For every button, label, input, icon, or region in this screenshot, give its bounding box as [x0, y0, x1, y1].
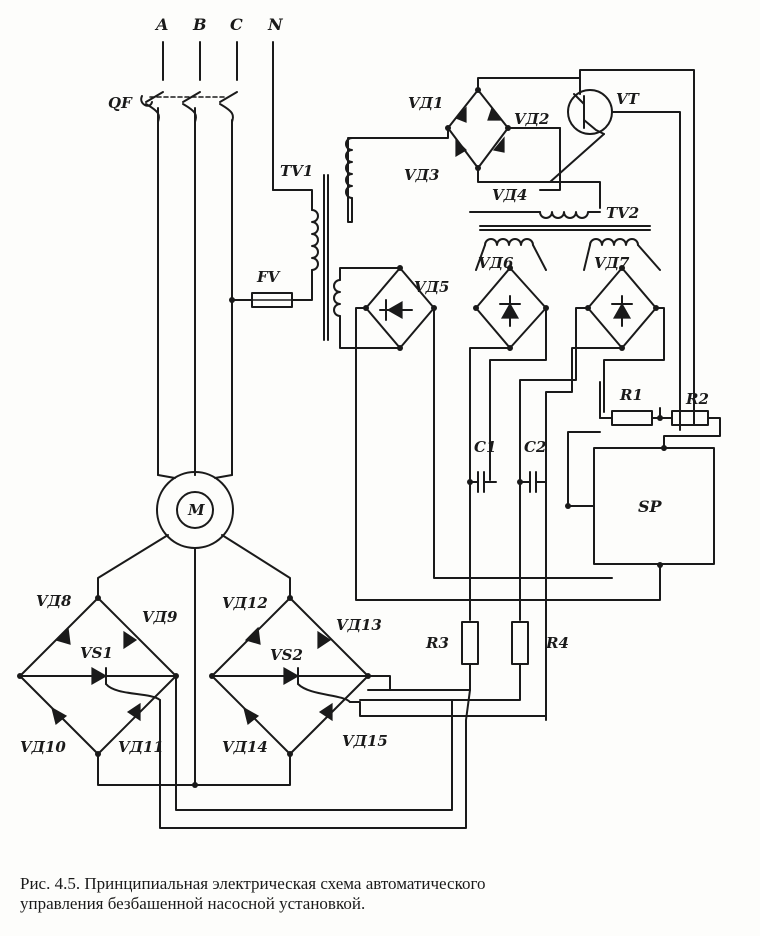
phase-b-label: B [192, 15, 207, 34]
vd14-label: VД14 [222, 738, 268, 756]
qf-label: QF [108, 94, 133, 112]
caption-line-1: Рис. 4.5. Принципиальная электрическая с… [20, 874, 486, 893]
tv2-label: TV2 [606, 204, 639, 222]
r3-label: R3 [425, 634, 449, 652]
vd13-label: VД13 [336, 616, 382, 634]
tv1-secondaries [333, 137, 353, 317]
tv2-transformer: TV2 [469, 204, 651, 231]
caption-line-2: управления безбашенной насосной установк… [20, 894, 366, 913]
motor-m: M [97, 471, 291, 786]
r2-label: R2 [685, 390, 709, 408]
c2-label: C2 [524, 438, 546, 456]
vd2-label: VД2 [514, 110, 549, 128]
vd5-label: VД5 [414, 278, 449, 296]
vd10-label: VД10 [20, 738, 66, 756]
figure-caption: Рис. 4.5. Принципиальная электрическая с… [20, 874, 750, 914]
vd12-label: VД12 [222, 594, 268, 612]
resistors-r1-r2: R1 R2 [599, 381, 721, 451]
return-wiring [19, 675, 471, 829]
phase-c-label: C [230, 15, 243, 34]
bridge-vd7: VД7 [519, 238, 665, 461]
qf-circuit-breaker: QF [108, 91, 238, 476]
r1-label: R1 [619, 386, 643, 404]
bridge-vd5: VД5 [339, 265, 661, 601]
vd3-label: VД3 [404, 166, 439, 184]
fv-fuse: FV [229, 268, 293, 308]
bridge-vd12-vd15: VД12 VД13 VS2 VД14 VД15 [194, 594, 547, 786]
vd4-label: VД4 [492, 186, 527, 204]
vt-transistor: VT [539, 69, 695, 431]
vd6-label: VД6 [478, 254, 514, 272]
bridge-vd1-vd4: VД1 VД2 VД3 VД4 [351, 77, 601, 209]
tv1-label: TV1 [280, 162, 313, 180]
fv-label: FV [256, 268, 281, 286]
vd11-label: VД11 [118, 738, 164, 756]
bridge-vd6: VД6 [469, 238, 549, 466]
vd1-label: VД1 [408, 94, 443, 112]
vd9-label: VД9 [142, 608, 178, 626]
vs2-label: VS2 [270, 646, 303, 664]
sp-block: SP [565, 431, 715, 568]
tv1-transformer: TV1 [272, 162, 329, 341]
motor-label: M [187, 501, 205, 519]
capacitors-c1-c2: C1 C2 [467, 438, 547, 721]
bridge-vd8-vd11: VД8 VД9 VS1 VД10 VД11 [17, 592, 198, 788]
c1-label: C1 [474, 438, 496, 456]
resistors-r3-r4: R3 R4 [359, 621, 569, 701]
vd8-label: VД8 [36, 592, 72, 610]
sp-label: SP [638, 497, 663, 516]
neutral-label: N [267, 15, 284, 34]
vt-label: VT [616, 90, 641, 108]
supply-lines [162, 41, 274, 191]
vd15-label: VД15 [342, 732, 388, 750]
vs1-label: VS1 [80, 644, 113, 662]
r4-label: R4 [545, 634, 569, 652]
phase-a-label: A [154, 15, 168, 34]
